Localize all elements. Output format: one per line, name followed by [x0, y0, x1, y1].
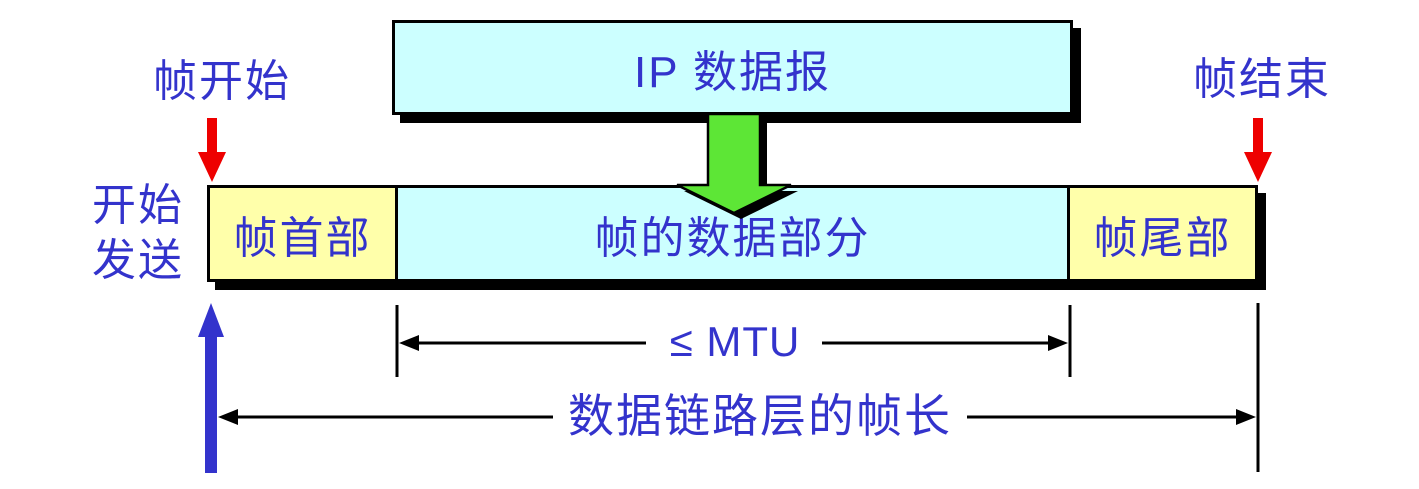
- frame-header-label: 帧首部: [233, 213, 372, 263]
- start-sending-arrow-icon: [198, 303, 224, 473]
- ip-datagram-box: IP 数据报: [392, 20, 1073, 115]
- start-sending-line2: 发送: [92, 236, 184, 285]
- frame-length-arrowhead-left-icon: [218, 409, 238, 425]
- frame-trailer-label: 帧尾部: [1093, 213, 1232, 263]
- frame-length-label: 数据链路层的帧长: [568, 390, 952, 442]
- frame-length-arrowhead-right-icon: [1236, 409, 1256, 425]
- frame-data-label: 帧的数据部分: [594, 213, 871, 263]
- frame-end-label: 帧结束: [1193, 55, 1331, 104]
- start-sending-line1: 开始: [92, 181, 184, 230]
- frame-header-box: 帧首部: [210, 188, 398, 279]
- frame-start-arrow-icon: [198, 118, 226, 182]
- frame-end-arrow-icon: [1244, 118, 1272, 182]
- encapsulation-arrow-icon: [676, 112, 792, 215]
- ip-datagram-label: IP 数据报: [633, 47, 831, 97]
- frame-trailer-box: 帧尾部: [1070, 188, 1255, 279]
- start-sending-label: 开始 发送: [80, 178, 196, 288]
- mtu-label: ≤ MTU: [669, 318, 801, 365]
- mtu-arrowhead-right-icon: [1048, 335, 1068, 351]
- frame-start-label: 帧开始: [153, 57, 291, 106]
- mtu-arrowhead-left-icon: [399, 335, 419, 351]
